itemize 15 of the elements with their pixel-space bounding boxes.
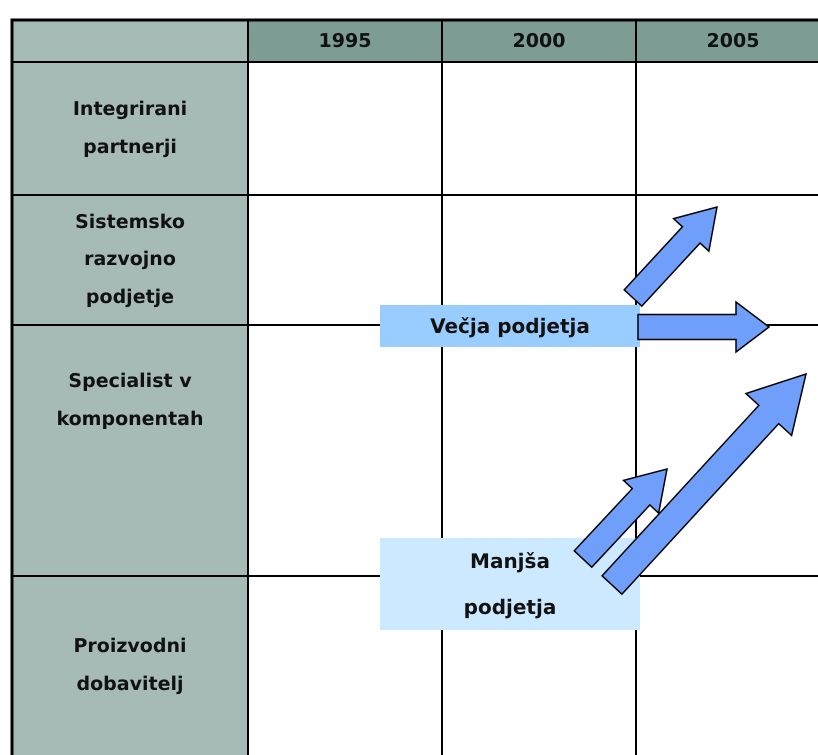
box-label: Večja podjetja	[430, 314, 590, 338]
block-arrow	[623, 206, 718, 308]
label-box	[380, 305, 640, 347]
block-arrow	[637, 300, 770, 354]
block-arrow	[601, 372, 808, 596]
year-heading: 2000	[512, 30, 566, 52]
row-label: Sistemsko razvojno podjetje	[74, 210, 186, 310]
box-label: Manjša podjetja	[462, 548, 558, 621]
row-label: Specialist v komponentah	[56, 369, 204, 432]
year-heading: 2005	[706, 30, 760, 52]
block-arrow	[573, 468, 668, 568]
label-box	[380, 538, 640, 630]
row-label: Proizvodni dobavitelj	[72, 634, 188, 696]
year-heading: 1995	[318, 30, 372, 52]
row-label: Integrirani partnerji	[72, 97, 188, 160]
